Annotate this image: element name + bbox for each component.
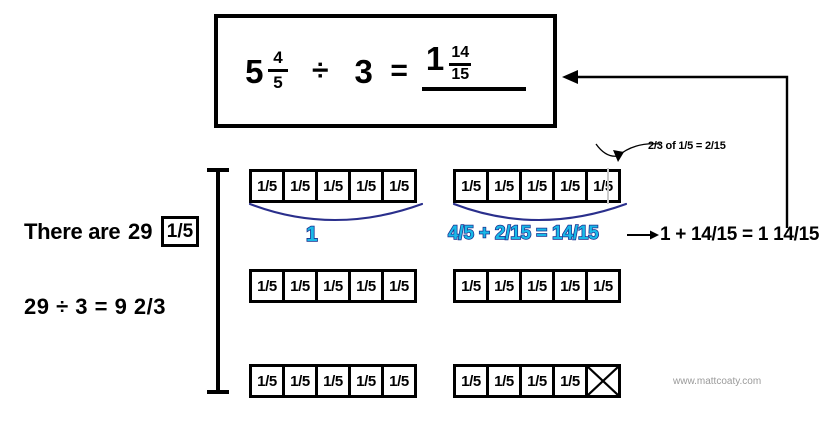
equation-box: 5 4 5 ÷ 3 = 1 14 15 (214, 14, 557, 128)
equation-expression: 5 4 5 ÷ 3 = 1 14 15 (218, 18, 553, 124)
fraction-strip-row2-left: 1/5 1/5 1/5 1/5 1/5 (249, 269, 417, 303)
fraction-strip-row1-right: 1/5 1/5 1/5 1/5 1/5 (453, 168, 621, 204)
unit-fraction-box: 1/5 (161, 216, 199, 247)
fraction-cell: 1/5 (252, 272, 285, 300)
grouping-bracket (206, 168, 230, 394)
answer-mixed-number: 1 14 15 (424, 39, 472, 84)
fraction-cell: 1/5 (456, 367, 489, 395)
divisor-value: 3 (354, 52, 373, 90)
final-sum-statement: 1 + 14/15 = 1 14/15 (660, 224, 820, 245)
fraction-cell: 1/5 (489, 172, 522, 200)
fraction-cell: 1/5 (389, 372, 409, 390)
answer-numerator: 14 (451, 43, 470, 61)
fraction-cell: 1/5 (593, 277, 613, 295)
right-arrow-icon (627, 230, 659, 240)
division-operator: ÷ (312, 54, 329, 87)
fraction-cell: 1/5 (318, 272, 351, 300)
fraction-cell: 1/5 (252, 172, 285, 200)
crossed-out-cell (588, 367, 618, 395)
there-are-label: There are (24, 219, 121, 244)
fraction-strip-row1-left: 1/5 1/5 1/5 1/5 1/5 (249, 169, 417, 203)
fraction-cell: 1/5 (318, 367, 351, 395)
fraction-cell: 1/5 (456, 172, 489, 200)
brace-label-right: 4/5 + 2/15 = 14/15 (447, 223, 599, 244)
brace-curve-left (248, 202, 424, 222)
brace-curve-right (452, 202, 628, 222)
dividend-numerator: 4 (273, 47, 283, 67)
equals-operator: = (390, 54, 408, 87)
watermark-url: www.mattcoaty.com (673, 376, 762, 387)
fraction-cell: 1/5 (351, 367, 384, 395)
fraction-cell-partial: 1/5 (588, 168, 618, 204)
fraction-cell: 1/5 (489, 272, 522, 300)
dividend-mixed-number: 5 4 5 (245, 47, 288, 93)
fraction-cell: 1/5 (285, 172, 318, 200)
fraction-cell: 1/5 (318, 172, 351, 200)
division-statement: 29 ÷ 3 = 9 2/3 (24, 294, 167, 319)
fraction-cell: 1/5 (351, 272, 384, 300)
partial-divider-mark (607, 168, 609, 204)
bracket-vertical-bar (216, 168, 220, 394)
dividend-denominator: 5 (273, 72, 283, 92)
fraction-cell: 1/5 (555, 172, 588, 200)
answer-fraction-bar (449, 62, 472, 66)
cross-out-icon (588, 367, 618, 395)
dividend-whole-number: 5 (245, 52, 263, 90)
answer-group: 1 14 15 (421, 39, 526, 92)
fraction-strip-row2-right: 1/5 1/5 1/5 1/5 1/5 (453, 269, 621, 303)
fraction-cell: 1/5 (522, 172, 555, 200)
fraction-cell: 1/5 (389, 177, 409, 195)
dividend-fraction: 4 5 (268, 47, 288, 92)
bracket-bottom-cap (207, 390, 229, 394)
fraction-cell: 1/5 (522, 272, 555, 300)
fraction-cell: 1/5 (252, 367, 285, 395)
fraction-cell: 1/5 (456, 272, 489, 300)
fraction-cell: 1/5 (489, 367, 522, 395)
fraction-cell: 1/5 (389, 277, 409, 295)
dividend-fraction-bar (268, 68, 288, 72)
answer-underline (421, 87, 526, 92)
fraction-cell: 1/5 (522, 367, 555, 395)
curved-pointer-arrow-icon (595, 143, 661, 162)
two-thirds-note: 2/3 of 1/5 = 2/15 (648, 140, 726, 152)
answer-fraction: 14 15 (449, 43, 472, 84)
there-are-count: 29 (128, 219, 153, 244)
fraction-cell: 1/5 (555, 272, 588, 300)
fraction-cell: 1/5 (285, 272, 318, 300)
answer-denominator: 15 (451, 65, 470, 83)
callback-arrow-icon (562, 70, 789, 228)
fraction-cell: 1/5 (285, 367, 318, 395)
fraction-cell: 1/5 (555, 367, 588, 395)
fraction-strip-row3-right: 1/5 1/5 1/5 1/5 (453, 364, 621, 398)
answer-whole-number: 1 (425, 39, 445, 77)
fraction-strip-row3-left: 1/5 1/5 1/5 1/5 1/5 (249, 364, 417, 398)
brace-label-left: 1 (305, 223, 318, 246)
fraction-cell: 1/5 (351, 172, 384, 200)
